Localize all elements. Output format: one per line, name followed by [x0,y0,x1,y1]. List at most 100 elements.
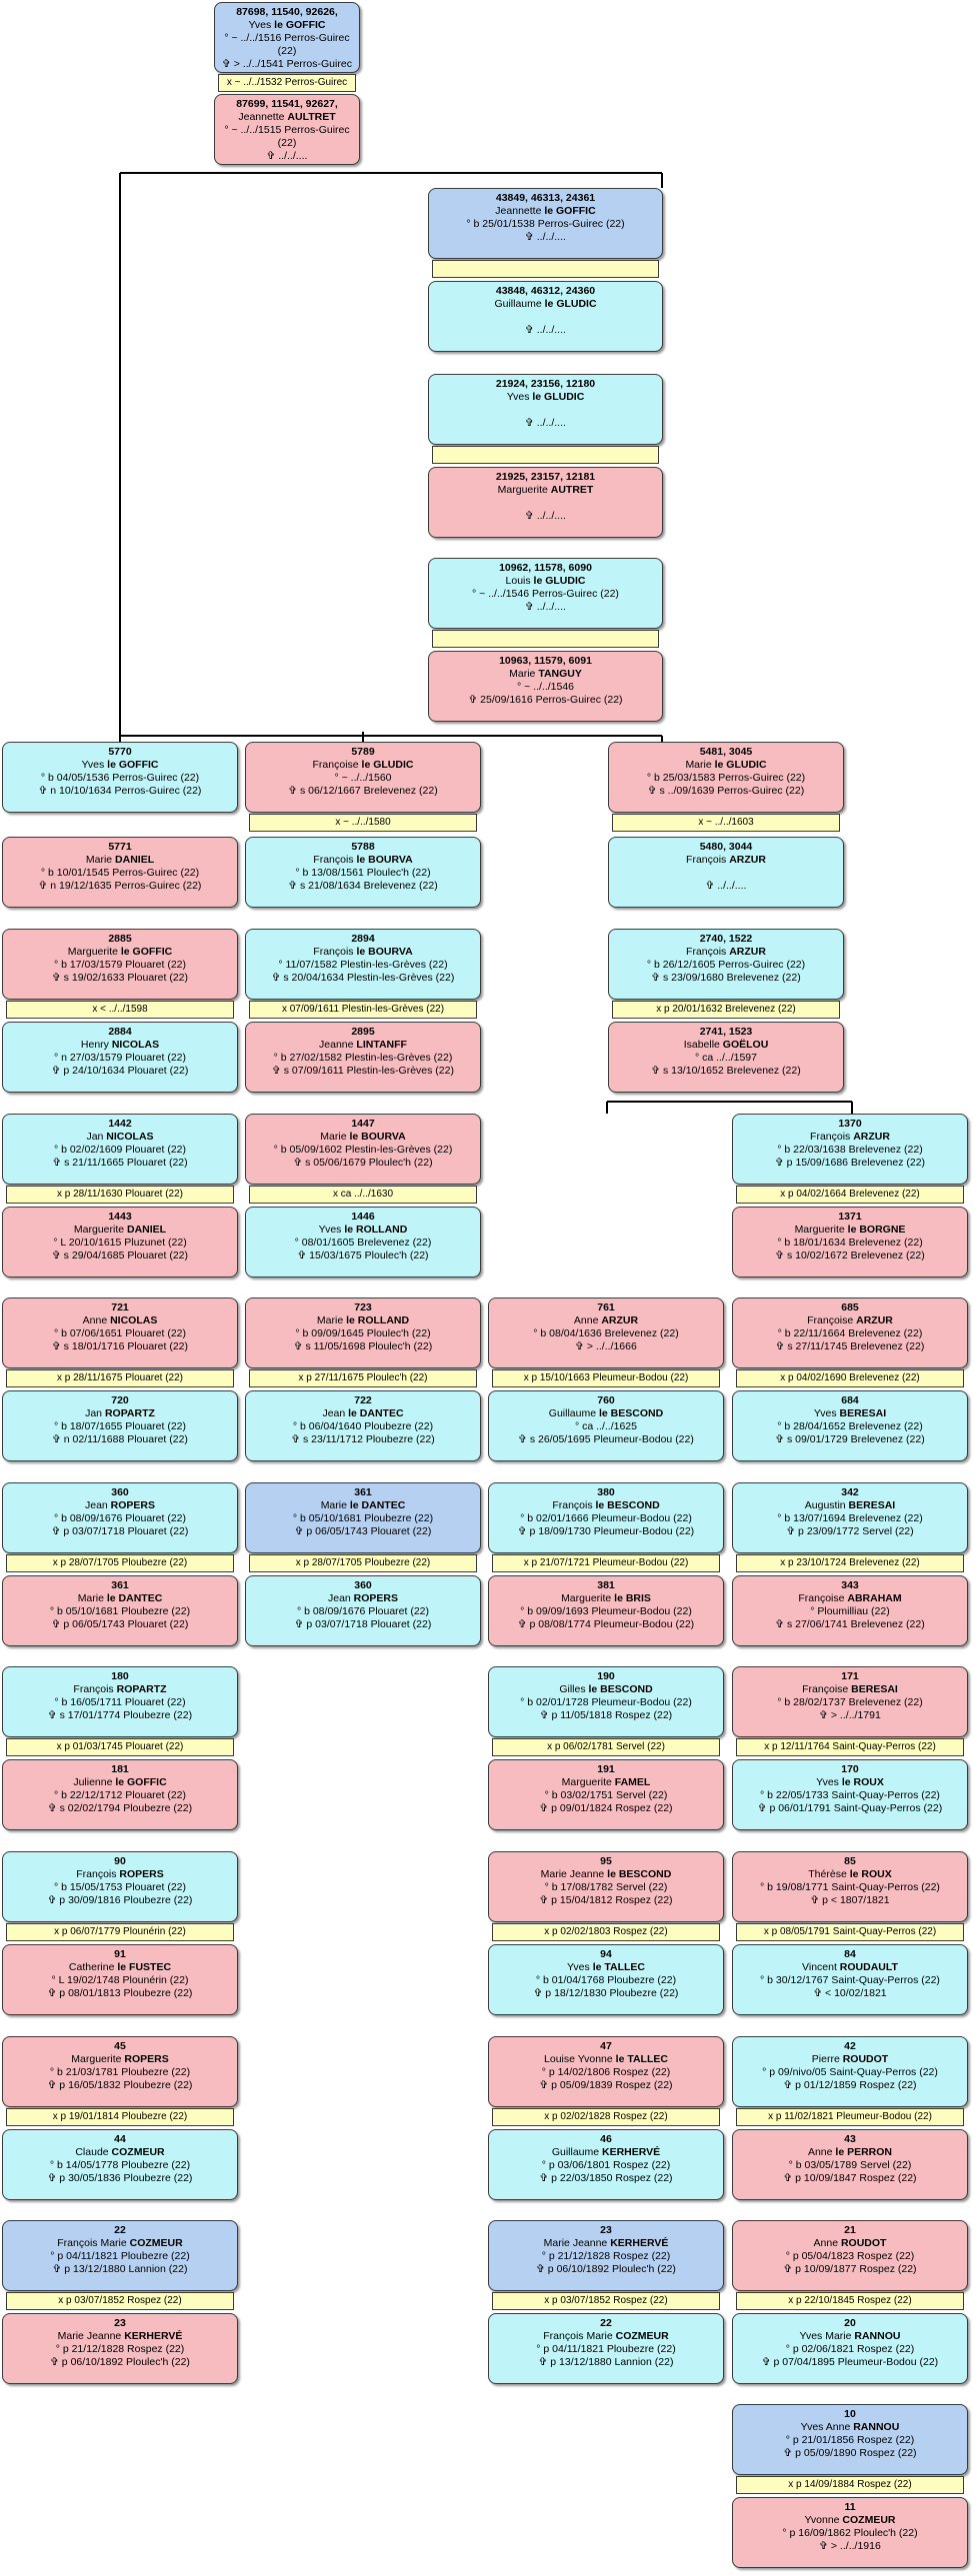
person-name: François ARZUR [686,854,766,866]
person-box[interactable]: 21924, 23156, 12180 Yves le GLUDIC ✞ ../… [428,374,663,445]
marriage-label: x p 22/10/1845 Rospez (22) [736,2292,964,2310]
death-line: ✞ s ../09/1639 Perros-Guirec (22) [647,785,805,797]
person-box[interactable]: 5770 Yves le GOFFIC ° b 04/05/1536 Perro… [2,742,238,813]
person-box[interactable]: 44 Claude COZMEUR ° b 14/05/1778 Ploubez… [2,2129,238,2200]
person-box[interactable]: 2894 François le BOURVA ° 11/07/1582 Ple… [245,929,481,1000]
person-box[interactable]: 380 François le BESCOND ° b 02/01/1666 P… [488,1482,724,1553]
death-line: ✞ p 23/09/1772 Servel (22) [786,1525,914,1537]
person-name: Marguerite AUTRET [497,484,594,496]
person-name: Henry NICOLAS [80,1039,160,1051]
person-box[interactable]: 760 Guillaume le BESCOND ° ca ../../1625… [488,1390,724,1461]
person-box[interactable]: 1370 François ARZUR ° b 22/03/1638 Brele… [732,1114,968,1185]
sosa-number: 1447 [351,1118,375,1130]
person-name: Julienne le GOFFIC [73,1776,167,1788]
person-box[interactable]: 42 Pierre ROUDOT ° p 09/nivo/05 Saint-Qu… [732,2036,968,2107]
person-box[interactable]: 43848, 46312, 24360 Guillaume le GLUDIC … [428,281,663,352]
person-box[interactable]: 94 Yves le TALLEC ° b 01/04/1768 Ploubez… [488,1944,724,2015]
person-box[interactable]: 181 Julienne le GOFFIC ° b 22/12/1712 Pl… [2,1759,238,1830]
marriage-label: x p 28/07/1705 Ploubezre (22) [6,1554,234,1572]
person-box[interactable]: 723 Marie le ROLLAND ° b 09/09/1645 Plou… [245,1297,481,1368]
person-box[interactable]: 1442 Jan NICOLAS ° b 02/02/1609 Plouaret… [2,1114,238,1185]
sosa-number: 5770 [108,746,132,758]
person-box[interactable]: 360 Jean ROPERS ° b 08/09/1676 Plouaret … [245,1575,481,1646]
sosa-number: 761 [597,1301,615,1313]
person-box[interactable]: 5481, 3045 Marie le GLUDIC ° b 25/03/158… [608,742,844,813]
person-box[interactable]: 87699, 11541, 92627, Jeannette AULTRET °… [214,94,360,165]
sosa-number: 43848, 46312, 24360 [495,285,596,297]
person-box[interactable]: 684 Yves BERESAI ° b 28/04/1652 Breleven… [732,1390,968,1461]
person-box[interactable]: 2895 Jeanne LINTANFF ° b 27/02/1582 Ples… [245,1022,481,1093]
person-box[interactable]: 1446 Yves le ROLLAND ° 08/01/1605 Brelev… [245,1207,481,1278]
person-box[interactable]: 343 Françoise ABRAHAM ° Ploumilliau (22)… [732,1575,968,1646]
person-box[interactable]: 87698, 11540, 92626, Yves le GOFFIC ° ~ … [214,2,360,73]
death-line: ✞ n 19/12/1635 Perros-Guirec (22) [38,880,202,892]
person-box[interactable]: 2741, 1523 Isabelle GOËLOU ° ca ../../15… [608,1022,844,1093]
person-box[interactable]: 22 François Marie COZMEUR ° p 04/11/1821… [2,2220,238,2291]
person-box[interactable]: 1371 Marguerite le BORGNE ° b 18/01/1634… [732,1207,968,1278]
person-name: Yves le ROUX [816,1776,884,1788]
marriage-label: x p 12/11/1764 Saint-Quay-Perros (22) [736,1738,964,1756]
person-box[interactable]: 191 Marguerite FAMEL ° b 03/02/1751 Serv… [488,1759,724,1830]
person-box[interactable]: 21 Anne ROUDOT ° p 05/04/1823 Rospez (22… [732,2220,968,2291]
person-box[interactable]: 5771 Marie DANIEL ° b 10/01/1545 Perros-… [2,837,238,908]
person-box[interactable]: 43849, 46313, 24361 Jeannette le GOFFIC … [428,188,663,259]
person-box[interactable]: 20 Yves Marie RANNOU ° p 02/06/1821 Rosp… [732,2313,968,2384]
marriage-label: x p 11/02/1821 Pleumeur-Bodou (22) [736,2108,964,2126]
person-box[interactable]: 381 Marguerite le BRIS ° b 09/09/1693 Pl… [488,1575,724,1646]
person-box[interactable]: 361 Marie le DANTEC ° b 05/10/1681 Ploub… [2,1575,238,1646]
person-name: Yves le TALLEC [567,1961,645,1973]
person-box[interactable]: 95 Marie Jeanne le BESCOND ° b 17/08/178… [488,1851,724,1922]
person-box[interactable]: 43 Anne le PERRON ° b 03/05/1789 Servel … [732,2129,968,2200]
sosa-number: 2895 [351,1026,375,1038]
person-box[interactable]: 21925, 23157, 12181 Marguerite AUTRET ✞ … [428,467,663,538]
person-box[interactable]: 23 Marie Jeanne KERHERVÉ ° p 21/12/1828 … [2,2313,238,2384]
person-box[interactable]: 10962, 11578, 6090 Louis le GLUDIC ° ~ .… [428,558,663,629]
birth-line: ° p 02/06/1821 Rospez (22) [785,2343,915,2355]
person-box[interactable]: 171 Françoise BERESAI ° b 28/02/1737 Bre… [732,1666,968,1737]
person-box[interactable]: 720 Jan ROPARTZ ° b 18/07/1655 Plouaret … [2,1390,238,1461]
person-box[interactable]: 10 Yves Anne RANNOU ° p 21/01/1856 Rospe… [732,2404,968,2475]
sosa-number: 10962, 11578, 6090 [499,562,592,574]
person-box[interactable]: 90 François ROPERS ° b 15/05/1753 Plouar… [2,1851,238,1922]
person-box[interactable]: 23 Marie Jeanne KERHERVÉ ° p 21/12/1828 … [488,2220,724,2291]
person-box[interactable]: 190 Gilles le BESCOND ° b 02/01/1728 Ple… [488,1666,724,1737]
person-box[interactable]: 180 François ROPARTZ ° b 16/05/1711 Plou… [2,1666,238,1737]
person-box[interactable]: 11 Yvonne COZMEUR ° p 16/09/1862 Ploulec… [732,2497,968,2568]
person-box[interactable]: 361 Marie le DANTEC ° b 05/10/1681 Ploub… [245,1482,481,1553]
person-box[interactable]: 84 Vincent ROUDAULT ° b 30/12/1767 Saint… [732,1944,968,2015]
person-box[interactable]: 2740, 1522 François ARZUR ° b 26/12/1605… [608,929,844,1000]
person-box[interactable]: 1443 Marguerite DANIEL ° L 20/10/1615 Pl… [2,1207,238,1278]
sosa-number: 760 [597,1394,615,1406]
person-box[interactable]: 342 Augustin BERESAI ° b 13/07/1694 Brel… [732,1482,968,1553]
person-box[interactable]: 91 Catherine le FUSTEC ° L 19/02/1748 Pl… [2,1944,238,2015]
person-box[interactable]: 2885 Marguerite le GOFFIC ° b 17/03/1579… [2,929,238,1000]
person-name: Jan ROPARTZ [85,1407,155,1419]
birth-line [609,867,843,880]
person-box[interactable]: 85 Thérèse le ROUX ° b 19/08/1771 Saint-… [732,1851,968,1922]
birth-line: ° b 22/11/1664 Brelevenez (22) [777,1327,923,1339]
birth-line: ° b 13/07/1694 Brelevenez (22) [777,1512,923,1524]
person-box[interactable]: 722 Jean le DANTEC ° b 06/04/1640 Ploube… [245,1390,481,1461]
person-box[interactable]: 45 Marguerite ROPERS ° b 21/03/1781 Plou… [2,2036,238,2107]
person-box[interactable]: 360 Jean ROPERS ° b 08/09/1676 Plouaret … [2,1482,238,1553]
sosa-number: 87699, 11541, 92627, [236,98,338,110]
person-box[interactable]: 10963, 11579, 6091 Marie TANGUY ° ~ ../.… [428,651,663,722]
death-line: ✞ p 11/05/1818 Rospez (22) [539,1709,673,1721]
person-box[interactable]: 22 François Marie COZMEUR ° p 04/11/1821… [488,2313,724,2384]
death-line: ✞ s 21/11/1665 Plouaret (22) [52,1157,188,1169]
death-line: ✞ ../../.... [705,880,747,892]
marriage-label [432,446,659,464]
person-box[interactable]: 685 Françoise ARZUR ° b 22/11/1664 Brele… [732,1297,968,1368]
person-box[interactable]: 47 Louise Yvonne le TALLEC ° p 14/02/180… [488,2036,724,2107]
death-line: ✞ s 05/06/1679 Ploulec'h (22) [293,1157,433,1169]
person-box[interactable]: 761 Anne ARZUR ° b 08/04/1636 Brelevenez… [488,1297,724,1368]
person-box[interactable]: 5788 François le BOURVA ° b 13/08/1561 P… [245,837,481,908]
sosa-number: 10963, 11579, 6091 [499,655,592,667]
person-box[interactable]: 5789 Françoise le GLUDIC ° ~ ../../1560 … [245,742,481,813]
person-box[interactable]: 5480, 3044 François ARZUR ✞ ../../.... [608,837,844,908]
person-box[interactable]: 721 Anne NICOLAS ° b 07/06/1651 Plouaret… [2,1297,238,1368]
person-box[interactable]: 46 Guillaume KERHERVÉ ° p 03/06/1801 Ros… [488,2129,724,2200]
person-box[interactable]: 2884 Henry NICOLAS ° n 27/03/1579 Plouar… [2,1022,238,1093]
person-box[interactable]: 170 Yves le ROUX ° b 22/05/1733 Saint-Qu… [732,1759,968,1830]
person-box[interactable]: 1447 Marie le BOURVA ° b 05/09/1602 Ples… [245,1114,481,1185]
